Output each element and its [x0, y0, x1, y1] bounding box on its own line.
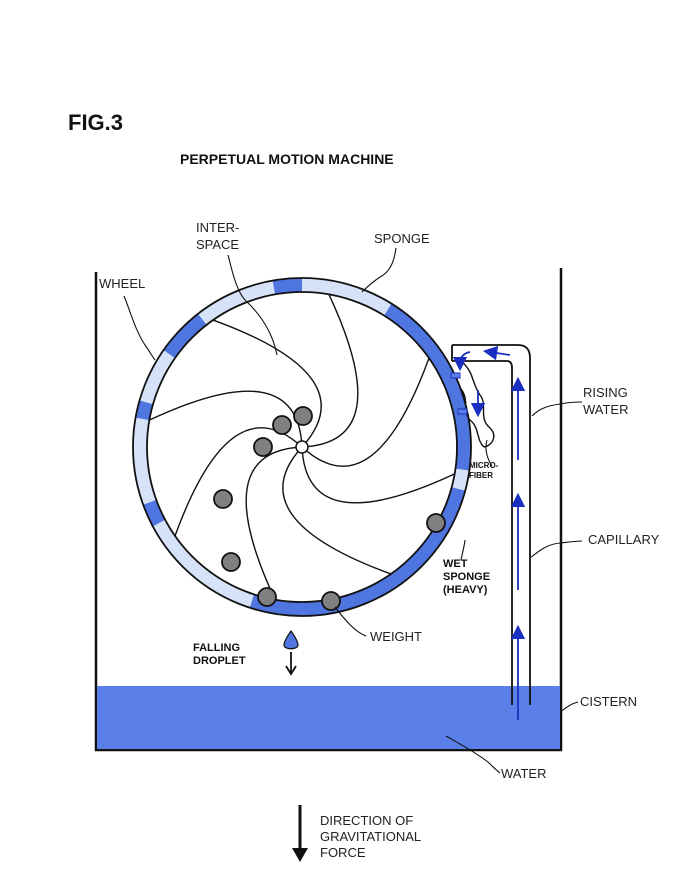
spoke	[301, 446, 455, 504]
inter-space-label-line2: SPACE	[196, 237, 239, 252]
wet-sponge-label-line3: (HEAVY)	[443, 584, 488, 596]
gravity-label-line1: DIRECTION OF	[320, 813, 413, 828]
inter-space-label-line1: INTER-	[196, 220, 239, 235]
micro-fiber-label-line2: FIBER	[469, 471, 493, 480]
spoke	[301, 357, 430, 467]
wet-sponge-segment	[249, 487, 466, 616]
flow-arrows	[452, 345, 526, 720]
cistern-label: CISTERN	[580, 694, 637, 709]
spoke	[174, 427, 303, 537]
wet-sponge-segment	[135, 400, 154, 421]
micro-fiber-label-line1: MICRO-	[469, 461, 499, 470]
wheel-hub	[295, 440, 309, 454]
diagram-title: PERPETUAL MOTION MACHINE	[180, 151, 394, 167]
leader-lines	[123, 247, 583, 774]
spoke	[149, 390, 303, 448]
drip-marks	[450, 372, 468, 415]
wet-sponge-segment	[143, 499, 166, 527]
water-label: WATER	[501, 766, 547, 781]
gravity-label-line2: GRAVITATIONAL	[320, 829, 421, 844]
capillary-tube	[451, 344, 531, 705]
weight-ball	[426, 513, 446, 533]
weight-label: WEIGHT	[370, 629, 422, 644]
cistern-water	[97, 686, 560, 749]
spoke	[282, 446, 392, 575]
weight-ball	[253, 437, 273, 457]
spoke	[301, 294, 359, 448]
wet-sponge-label-line2: SPONGE	[443, 571, 490, 583]
figure-label: FIG.3	[68, 110, 124, 135]
gravity-label-line3: FORCE	[320, 845, 366, 860]
wet-sponge-segment	[163, 313, 207, 359]
falling-droplet-label-line2: DROPLET	[193, 655, 246, 667]
weight-ball	[321, 591, 341, 611]
falling-droplet-label-line1: FALLING	[193, 642, 240, 654]
weight-ball	[257, 587, 277, 607]
wet-sponge-segment	[272, 278, 303, 295]
rising-water-label-line1: RISING	[583, 385, 628, 400]
container-outline	[94, 268, 563, 752]
wheel-outer-edge	[132, 277, 472, 617]
spoke	[212, 319, 322, 448]
weight-ball	[272, 415, 292, 435]
spoke	[245, 446, 303, 600]
wheel-inner-edge	[146, 291, 458, 603]
droplet-icon	[283, 629, 299, 650]
weight-ball	[221, 552, 241, 572]
weight-ball	[293, 406, 313, 426]
capillary-label: CAPILLARY	[588, 532, 660, 547]
wheel-label: WHEEL	[99, 276, 145, 291]
weights	[213, 406, 446, 611]
wet-sponge-segment	[384, 303, 471, 471]
rising-water-label-line2: WATER	[583, 402, 629, 417]
wheel-spokes	[149, 294, 455, 600]
sponge-label: SPONGE	[374, 231, 430, 246]
wet-sponge-label-line1: WET	[443, 558, 468, 570]
weight-ball	[213, 489, 233, 509]
